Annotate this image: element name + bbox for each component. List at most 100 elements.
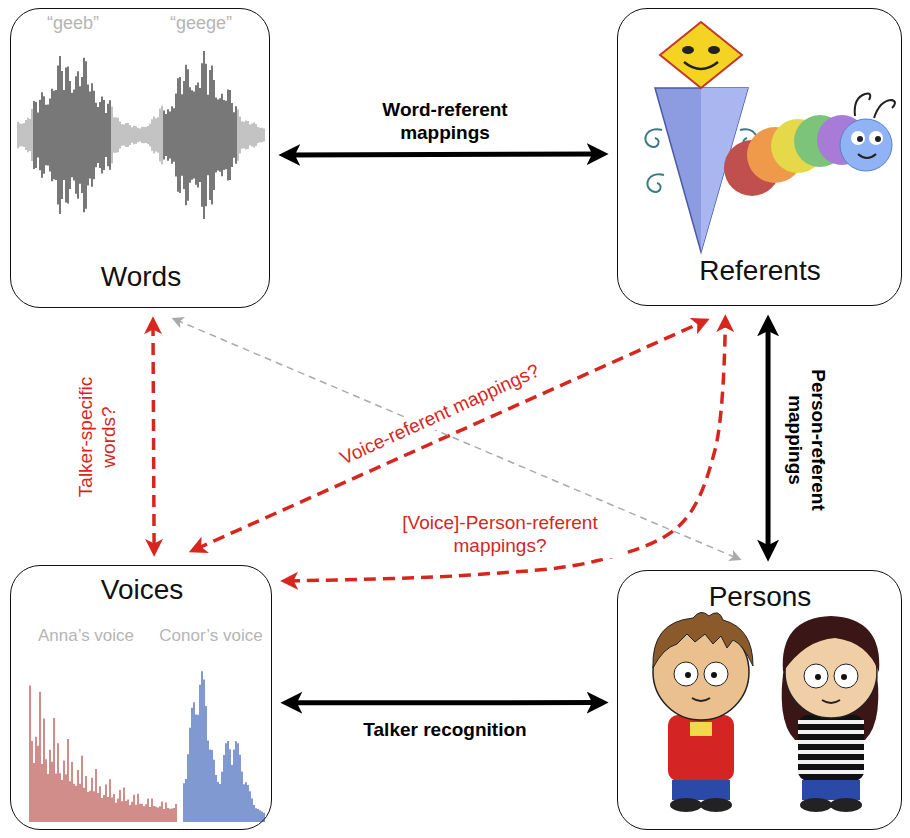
- waveform-stroke: [29, 119, 30, 151]
- waveform-stroke: [107, 104, 108, 166]
- waveform-stroke: [137, 128, 138, 143]
- girl-pants: [802, 780, 860, 800]
- spectrum-bar: [83, 788, 84, 822]
- waveform-stroke: [187, 69, 188, 200]
- waveform-stroke: [205, 64, 206, 206]
- spectrum-bar: [159, 806, 160, 822]
- waveform-stroke: [19, 124, 20, 147]
- waveform-stroke: [111, 107, 112, 164]
- waveform-stroke: [223, 100, 224, 170]
- spectrum-bar: [117, 799, 118, 822]
- edge-label: Talker recognition: [360, 719, 529, 742]
- word-sample: “geege”: [170, 13, 232, 34]
- creature-eye: [682, 46, 694, 54]
- spectrum-bar: [221, 772, 222, 822]
- waveform-stroke: [113, 117, 114, 152]
- spectrum-bar: [163, 809, 164, 822]
- waveform-stroke: [91, 83, 92, 187]
- waveform-stroke: [243, 122, 244, 149]
- spectrum-bar: [155, 807, 156, 822]
- spectrum-bar: [169, 809, 170, 822]
- spectrum-bar: [115, 803, 116, 822]
- waveform-stroke: [17, 122, 18, 148]
- spectrum-bar: [95, 769, 96, 822]
- spectrum-bar: [109, 779, 110, 822]
- spectrum-bar: [67, 739, 68, 822]
- spectrum-bar: [87, 792, 88, 822]
- spectrum-bar: [187, 754, 188, 822]
- waveform-stroke: [51, 89, 52, 182]
- waveform-stroke: [93, 91, 94, 179]
- persons-panel: Persons: [617, 570, 902, 830]
- girl-pupil: [815, 674, 821, 680]
- spectrum-bar: [73, 784, 74, 822]
- waveform-stroke: [77, 71, 78, 198]
- boy-pupil: [711, 672, 717, 678]
- waveform-stroke: [163, 110, 164, 159]
- caterpillar-eye: [869, 131, 883, 145]
- voices-panel: VoicesAnna’s voiceConor’s voice: [10, 565, 272, 830]
- caterpillar-pupil: [875, 136, 881, 142]
- waveform-stroke: [145, 127, 146, 143]
- spectrum-bar: [111, 797, 112, 822]
- caterpillar-eye: [851, 131, 865, 145]
- panel-title: Referents: [699, 255, 820, 287]
- boy-hair: [653, 612, 753, 668]
- panel-title: Persons: [709, 581, 812, 613]
- spectrum-bar: [49, 750, 50, 822]
- spectrum-bar: [227, 741, 228, 822]
- spectrum-bar: [141, 804, 142, 822]
- spectrum-bar: [133, 795, 134, 822]
- waveform-stroke: [45, 105, 46, 165]
- waveform-stroke: [225, 101, 226, 170]
- spectrum-bar: [239, 755, 240, 822]
- waveform-stroke: [23, 123, 24, 147]
- spectrum-bar: [161, 802, 162, 822]
- waveform-stroke: [203, 51, 204, 219]
- waveform-stroke: [41, 92, 42, 177]
- kite-creature: [645, 22, 756, 252]
- words-panel: “geeb”“geege”Words: [10, 8, 270, 308]
- spectrum-bar: [243, 784, 244, 822]
- spectrum-bar: [57, 743, 58, 822]
- hypothesis-arrow: [153, 324, 154, 549]
- shirt-stripe: [798, 760, 864, 764]
- spectrum-bar: [137, 794, 138, 822]
- spectrum-bar: [245, 782, 246, 822]
- spectrum-bar: [139, 804, 140, 822]
- spectrum-bar: [261, 812, 262, 822]
- spectrum-bar: [113, 794, 114, 822]
- waveform-stroke: [125, 123, 126, 147]
- waveform-stroke: [65, 67, 66, 202]
- spectrum-bar: [185, 779, 186, 822]
- boy-eye: [674, 662, 698, 686]
- spectrum-bar: [41, 764, 42, 822]
- spectrum-bar: [107, 797, 108, 822]
- shirt-stripe: [798, 750, 864, 754]
- mapping-arrow: [290, 700, 599, 705]
- waveform-stroke: [85, 61, 86, 209]
- panel-title: Voices: [101, 574, 184, 606]
- waveform-stroke: [153, 117, 154, 154]
- boy-shoe: [700, 798, 732, 812]
- waveform-stroke: [43, 96, 44, 173]
- waveform-stroke: [255, 124, 256, 146]
- caterpillar-antennae: [855, 94, 895, 118]
- spectrum-bar: [119, 790, 120, 822]
- waveform-stroke: [195, 85, 196, 184]
- spectrum-bar: [183, 783, 184, 822]
- waveform-stroke: [213, 80, 214, 190]
- spectrum-bar: [207, 740, 208, 822]
- waveform-stroke: [27, 118, 28, 152]
- spectrum-bar: [101, 798, 102, 822]
- waveform-stroke: [227, 89, 228, 180]
- waveform-stroke: [69, 81, 70, 189]
- waveform-stroke: [25, 120, 26, 150]
- caterpillar-creature: [724, 94, 895, 196]
- spectrum-bar: [33, 763, 34, 822]
- waveform-stroke: [21, 124, 22, 147]
- waveform-stroke: [161, 106, 162, 164]
- spectrum-bar: [97, 793, 98, 822]
- boy-pupil: [685, 672, 691, 678]
